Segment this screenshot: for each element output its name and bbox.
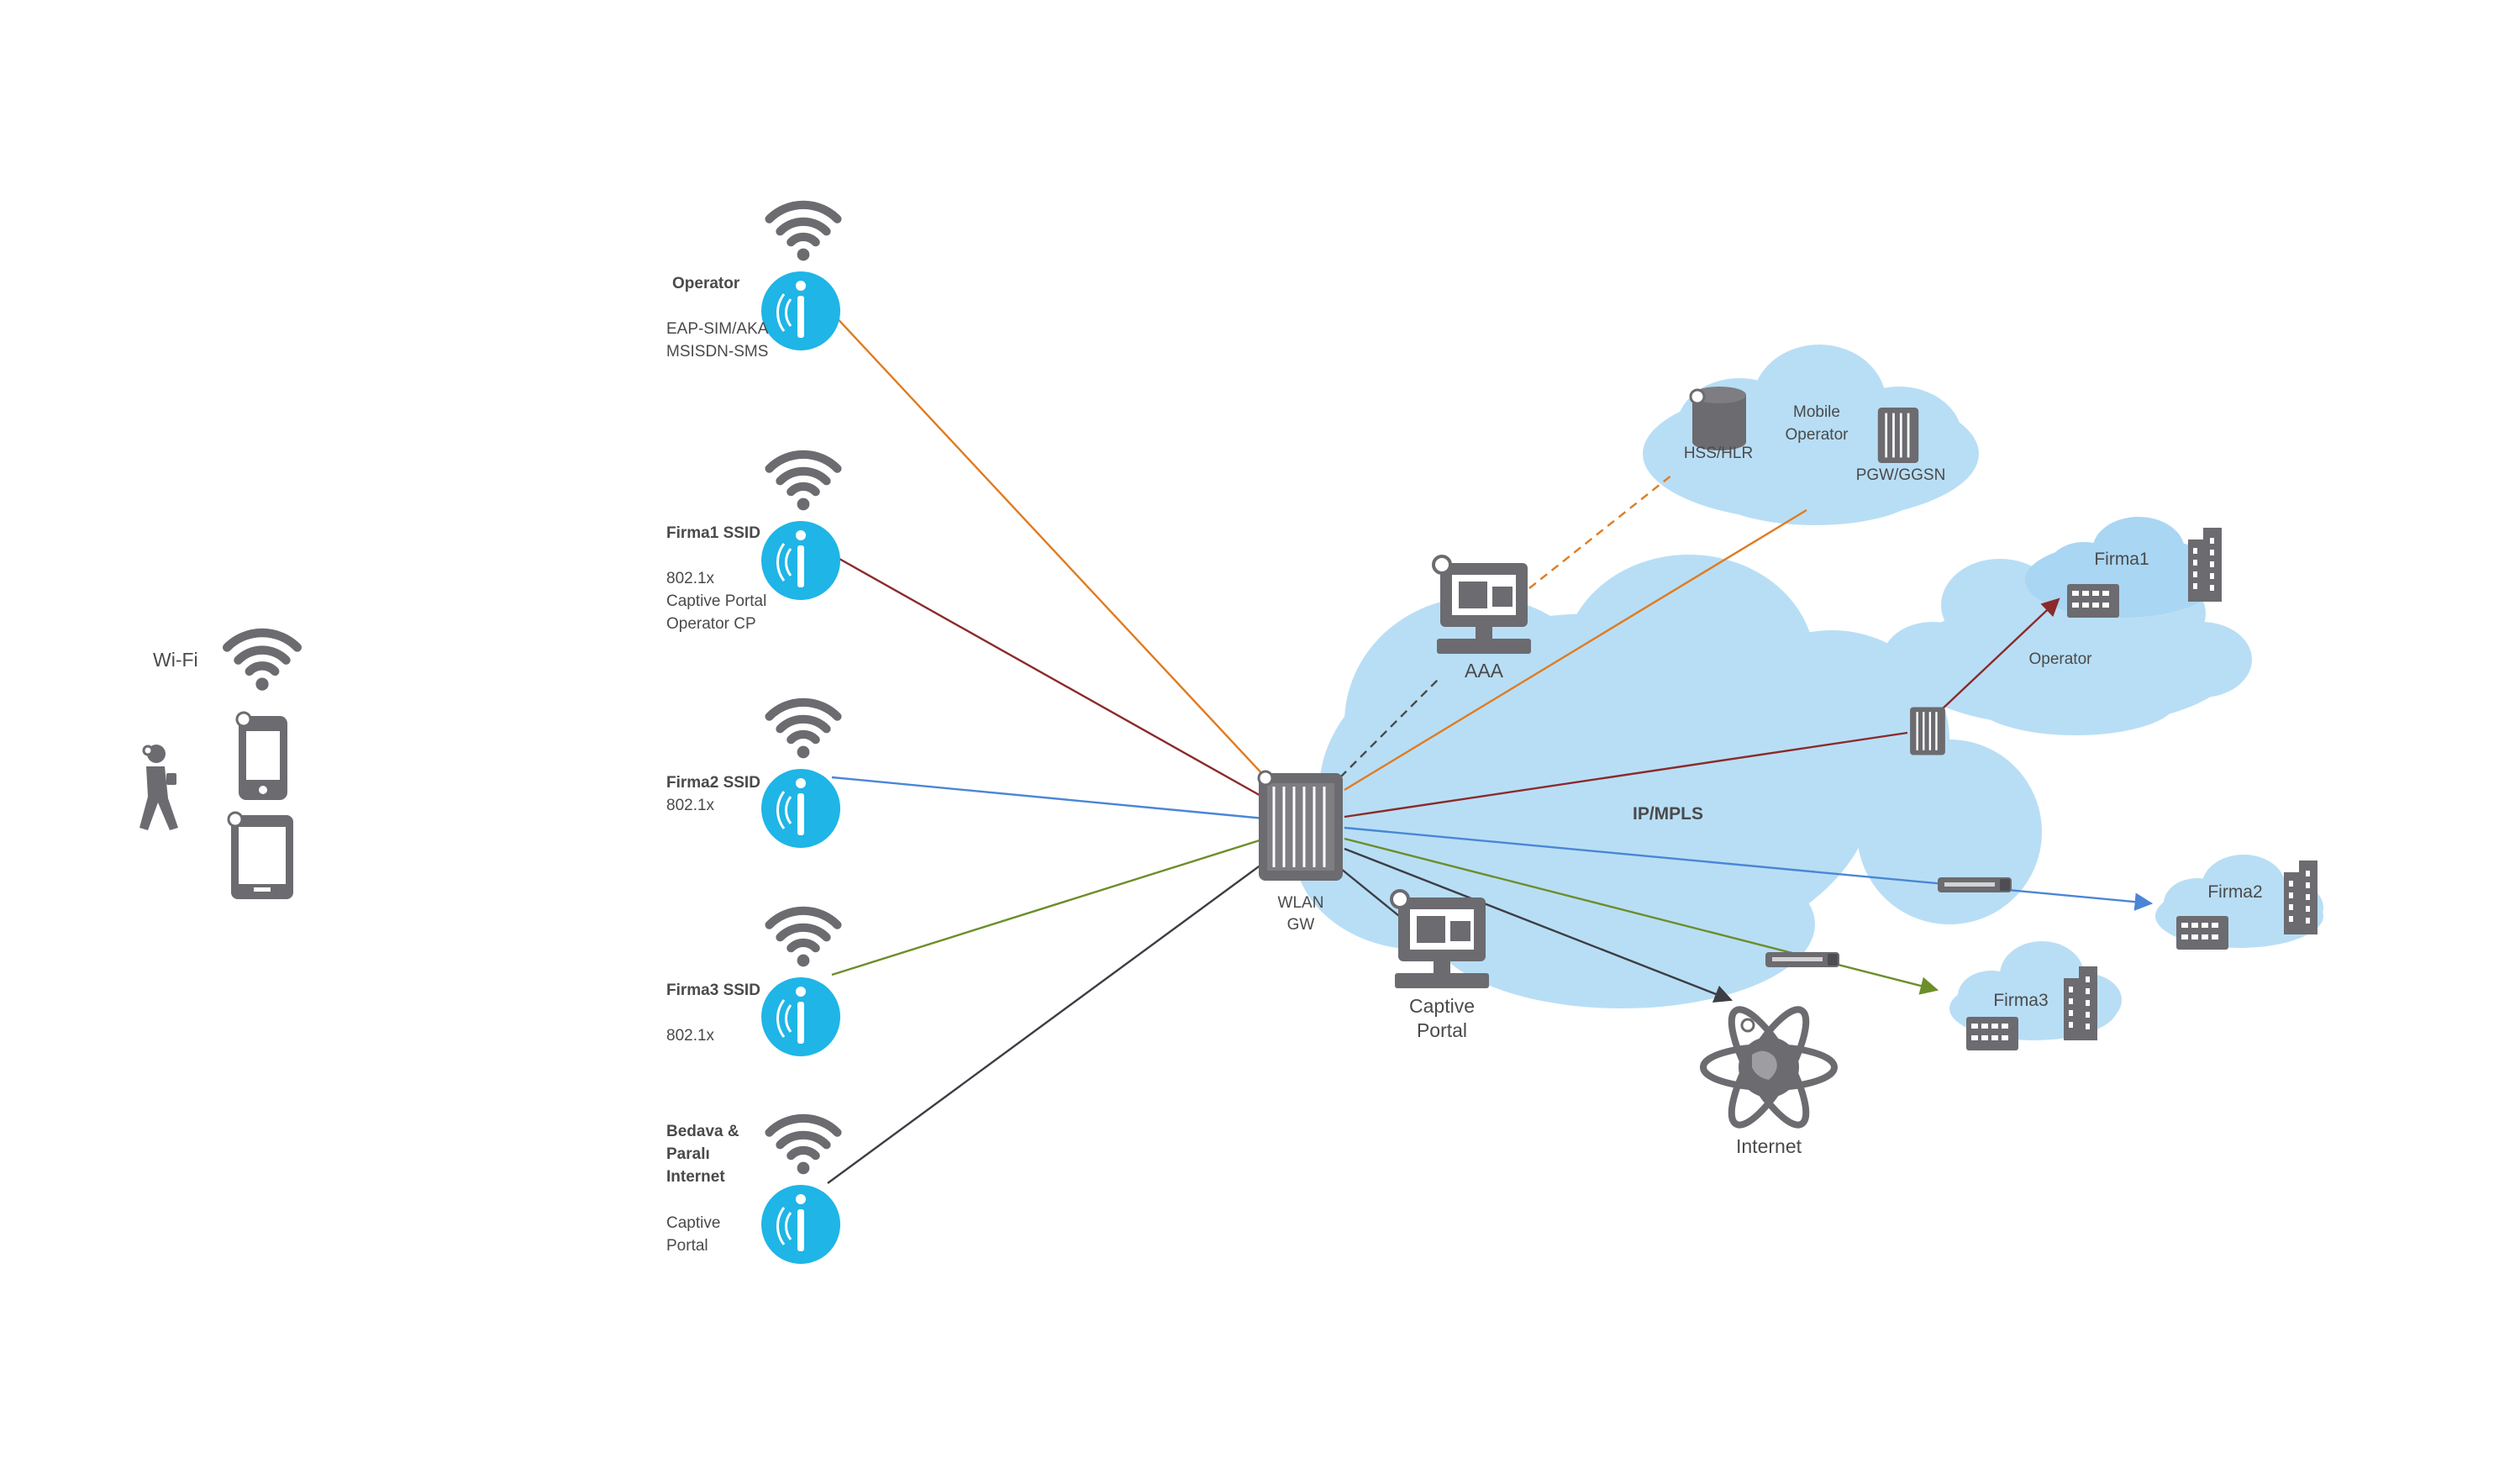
link-operator-firma1 <box>1940 597 2060 711</box>
smartphone-icon <box>235 711 287 800</box>
ap-title: Bedava & <box>666 1123 739 1140</box>
link-gw-internet <box>1344 847 1733 1003</box>
ap-title: Firma1 SSID <box>666 524 760 542</box>
ap-title: Internet <box>666 1168 725 1186</box>
link-gw-firma2 <box>1344 826 2154 911</box>
ap-title: Paralı <box>666 1145 710 1163</box>
link-gw-pgw <box>1344 508 1807 792</box>
ap-title: Firma2 SSID <box>666 774 760 792</box>
link-gw-operator <box>1344 731 1908 818</box>
globe-icon <box>1700 1006 1838 1129</box>
firma2-label: Firma2 <box>2207 882 2262 902</box>
building-icon <box>2188 528 2222 602</box>
person-icon <box>139 745 178 830</box>
captive-portal-server: Captive Portal <box>1390 889 1491 1041</box>
gateway-label: GW <box>1287 916 1315 934</box>
ap-detail-line: 802.1x <box>666 1027 715 1045</box>
database-icon <box>1689 387 1746 450</box>
wifi-icon <box>770 703 838 759</box>
gateway-label: WLAN <box>1278 894 1324 912</box>
ap-detail-line: 802.1x <box>666 797 715 814</box>
office-icon <box>1966 1017 2018 1050</box>
link-gw-captive <box>1331 861 1400 917</box>
pgw-label: PGW/GGSN <box>1856 466 1946 484</box>
firma1-label: Firma1 <box>2094 550 2149 569</box>
link-bedava-gw <box>827 852 1278 1184</box>
ap-detail-line: EAP-SIM/AKA <box>666 320 769 338</box>
firma2-site: Firma2 <box>1938 861 2317 950</box>
link-aaa-hss <box>1528 474 1673 589</box>
firma3-label: Firma3 <box>1993 991 2048 1010</box>
ap-bedava: Bedava & Paralı Internet Captive Portal <box>666 1119 842 1266</box>
gateway-icon <box>1257 770 1343 881</box>
ap-firma3: Firma3 SSID 802.1x <box>666 911 842 1058</box>
internet-label: Internet <box>1736 1135 1802 1157</box>
operator-cloud <box>1882 559 2252 735</box>
link-firma2-gw <box>831 776 1274 821</box>
access-point-icon <box>760 519 842 602</box>
router-icon <box>1908 706 1947 756</box>
wifi-label: Wi-Fi <box>153 649 198 671</box>
wifi-icon <box>770 911 838 967</box>
wifi-icon <box>770 205 838 261</box>
operator-node: Operator <box>1908 650 2093 756</box>
link-gw-aaa <box>1339 676 1442 778</box>
captive-portal-label: Portal <box>1417 1019 1467 1041</box>
wifi-icon <box>770 1119 838 1175</box>
ap-detail-line: 802.1x <box>666 570 715 587</box>
aaa-label: AAA <box>1465 660 1504 682</box>
wifi-icon <box>227 633 297 691</box>
access-point-icon <box>760 270 842 352</box>
router-icon <box>1876 406 1920 465</box>
building-icon <box>2284 861 2317 934</box>
ap-detail-line: Operator CP <box>666 615 756 633</box>
firma1-site: Firma1 <box>2067 528 2222 618</box>
tablet-icon <box>227 811 293 899</box>
access-point-icon <box>760 1183 842 1266</box>
ap-title: Operator <box>672 275 740 292</box>
office-icon <box>2067 584 2119 618</box>
ip-mpls-cloud <box>1294 555 2042 1008</box>
wifi-icon <box>770 455 838 511</box>
client-group: Wi-Fi <box>139 633 297 899</box>
computer-icon <box>1432 555 1533 655</box>
link-firma3-gw <box>831 834 1274 976</box>
link-operator-gw <box>831 312 1278 791</box>
mobile-operator-label: Mobile <box>1793 403 1840 421</box>
ap-title: Firma3 SSID <box>666 982 760 999</box>
ap-links <box>827 312 1278 1184</box>
ap-detail-line: MSISDN-SMS <box>666 343 768 361</box>
computer-icon <box>1390 889 1491 990</box>
modem-icon <box>1765 952 1839 967</box>
firma3-site: Firma3 <box>1765 952 2097 1050</box>
ap-detail-line: Captive Portal <box>666 592 766 610</box>
access-point-icon <box>760 976 842 1058</box>
ap-detail-line: Captive <box>666 1214 720 1232</box>
captive-portal-label: Captive <box>1409 995 1475 1017</box>
aaa-server: AAA <box>1432 555 1533 682</box>
ap-firma2: Firma2 SSID 802.1x <box>666 703 842 850</box>
link-firma1-gw <box>831 553 1278 807</box>
mobile-operator: HSS/HLR Mobile Operator PGW/GGSN <box>1684 387 1945 484</box>
modem-icon <box>1938 877 2012 892</box>
hss-label: HSS/HLR <box>1684 445 1753 462</box>
operator-label: Operator <box>2029 650 2093 668</box>
ap-operator: Operator EAP-SIM/AKA MSISDN-SMS <box>666 205 840 361</box>
access-point-icon <box>760 767 842 850</box>
ap-detail-line: Portal <box>666 1237 708 1255</box>
office-icon <box>2176 916 2228 950</box>
mobile-operator-label: Operator <box>1786 426 1849 444</box>
wlan-gateway: WLAN GW <box>1257 770 1343 934</box>
internet-node: Internet <box>1700 1006 1838 1157</box>
ap-firma1: Firma1 SSID 802.1x Captive Portal Operat… <box>666 455 840 633</box>
core-label: IP/MPLS <box>1633 804 1703 824</box>
